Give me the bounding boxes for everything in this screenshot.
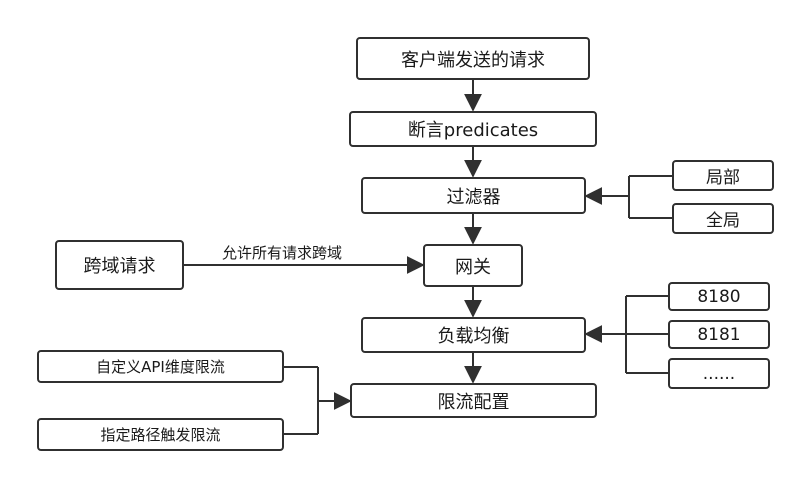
- node-predicates: 断言predicates: [349, 111, 597, 147]
- node-custom-api-limit: 自定义API维度限流: [37, 350, 284, 383]
- node-client-request: 客户端发送的请求: [356, 37, 590, 80]
- node-rate-limit-config: 限流配置: [350, 383, 597, 418]
- node-port-more: ......: [668, 358, 770, 389]
- node-port-8180: 8180: [668, 282, 770, 311]
- node-port-8181: 8181: [668, 320, 770, 349]
- node-gateway: 网关: [423, 244, 523, 287]
- node-filter: 过滤器: [361, 177, 586, 214]
- node-load-balance: 负载均衡: [361, 317, 586, 353]
- edge-label-cors: 允许所有请求跨域: [222, 244, 343, 262]
- node-global: 全局: [672, 203, 774, 234]
- node-local: 局部: [672, 160, 774, 191]
- node-path-trigger-limit: 指定路径触发限流: [37, 418, 284, 451]
- node-cors-request: 跨域请求: [55, 240, 184, 290]
